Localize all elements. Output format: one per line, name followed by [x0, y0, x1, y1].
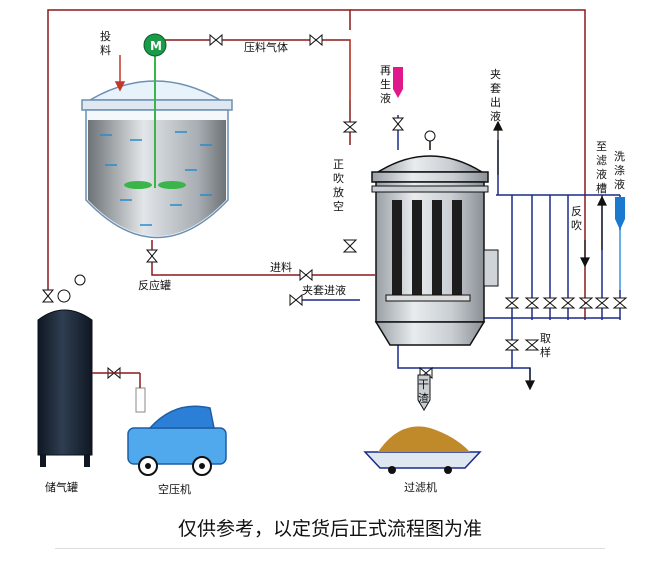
jacket-out-label: 夹套出液 [490, 68, 501, 123]
to-filtrate-tank-label: 至滤液槽 [596, 140, 607, 195]
pressure-gas-label: 压料气体 [244, 41, 288, 54]
motor-label: M [150, 39, 162, 53]
divider [55, 548, 605, 549]
back-blow-label: 反吹 [571, 205, 582, 232]
reactor-vessel [81, 33, 233, 239]
disclaimer-caption: 仅供参考，以定货后正式流程图为准 [177, 518, 482, 540]
gas-tank-label: 储气罐 [45, 481, 78, 494]
compressor-label: 空压机 [158, 483, 191, 496]
gas-storage-tank [37, 274, 93, 467]
jacket-in-label: 夹套进液 [302, 284, 346, 297]
regen-liquid-label: 再生液 [380, 64, 391, 105]
feed-label: 进料 [270, 261, 292, 274]
valves[interactable] [41, 33, 628, 380]
wash-indicator [615, 197, 625, 290]
regen-indicator [393, 67, 403, 98]
filter-label: 过滤机 [404, 481, 437, 494]
wash-liquid-label: 洗涤液 [614, 150, 625, 191]
feed-in-label: 投料 [100, 30, 111, 57]
filter-vessel [371, 130, 499, 346]
feed-in-arrow [114, 55, 126, 92]
residue-cart [363, 374, 482, 474]
air-compressor [92, 372, 227, 476]
dry-residue-label: 干渣 [418, 378, 429, 405]
sampling-label: 取样 [540, 332, 551, 359]
outlet-arrows [493, 120, 607, 391]
front-blow-label: 正吹放空 [333, 158, 344, 213]
reactor-label: 反应罐 [138, 279, 171, 292]
